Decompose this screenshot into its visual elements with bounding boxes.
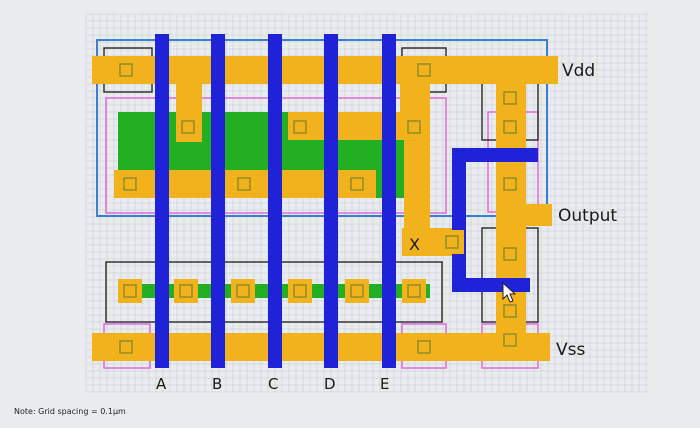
contact-pad <box>412 58 436 82</box>
metal-output-pin <box>496 204 552 226</box>
contact-pad <box>402 115 426 139</box>
contacts <box>114 58 522 359</box>
contact-cut <box>417 63 431 77</box>
input-label-e: E <box>380 375 389 393</box>
contact-cut <box>503 177 517 191</box>
n-well-outline <box>96 39 548 217</box>
contact-cut <box>503 304 517 318</box>
contact-cut <box>293 120 307 134</box>
poly-gate-a <box>155 34 169 368</box>
contact-pad <box>498 328 522 352</box>
contact-pad <box>118 172 142 196</box>
poly-gate-c <box>268 34 282 368</box>
vss-label: Vss <box>556 340 585 360</box>
contact-cut <box>236 284 250 298</box>
contact-pad <box>232 172 256 196</box>
contact-cut <box>123 284 137 298</box>
input-label-c: C <box>268 375 278 393</box>
poly-x-horizontal <box>452 148 538 162</box>
contact-cut <box>119 340 133 354</box>
contact-pad <box>498 299 522 323</box>
contact-pad <box>114 335 138 359</box>
contact-pad <box>498 172 522 196</box>
contact-cut <box>445 235 459 249</box>
poly-gate-e <box>382 34 396 368</box>
contact-cut <box>503 247 517 261</box>
contact-pad <box>345 172 369 196</box>
contact-pad <box>176 115 200 139</box>
contact-cut <box>503 120 517 134</box>
contact-pad <box>498 115 522 139</box>
contact-pad <box>288 279 312 303</box>
contact-pad <box>288 115 312 139</box>
contact-cut <box>407 284 421 298</box>
poly-x-bottom <box>452 278 530 292</box>
poly-x-vertical <box>452 148 466 286</box>
contact-cut <box>503 91 517 105</box>
poly-gates <box>155 34 396 368</box>
contact-pad <box>412 335 436 359</box>
contact-pad <box>402 279 426 303</box>
poly-gate-b <box>211 34 225 368</box>
contact-pad <box>440 230 464 254</box>
contact-cut <box>123 177 137 191</box>
node-x-label: X <box>409 235 420 254</box>
vdd-label: Vdd <box>562 61 595 81</box>
contact-cut <box>181 120 195 134</box>
contact-cut <box>237 177 251 191</box>
input-label-b: B <box>212 375 222 393</box>
output-label: Output <box>558 206 617 226</box>
contact-pad <box>118 279 142 303</box>
contact-pad <box>345 279 369 303</box>
contact-pad <box>114 58 138 82</box>
contact-cut <box>417 340 431 354</box>
contact-pad <box>174 279 198 303</box>
grid-spacing-note: Note: Grid spacing = 0.1μm <box>14 407 126 416</box>
mouse-cursor-icon <box>502 281 517 303</box>
poly-gate-d <box>324 34 338 368</box>
contact-cut <box>350 177 364 191</box>
contact-cut <box>293 284 307 298</box>
input-label-a: A <box>156 375 167 393</box>
input-label-d: D <box>324 375 336 393</box>
contact-cut <box>350 284 364 298</box>
contact-cut <box>119 63 133 77</box>
contact-cut <box>503 333 517 347</box>
contact-pad <box>231 279 255 303</box>
contact-pad <box>498 242 522 266</box>
contact-pad <box>498 86 522 110</box>
contact-cut <box>179 284 193 298</box>
contact-cut <box>407 120 421 134</box>
